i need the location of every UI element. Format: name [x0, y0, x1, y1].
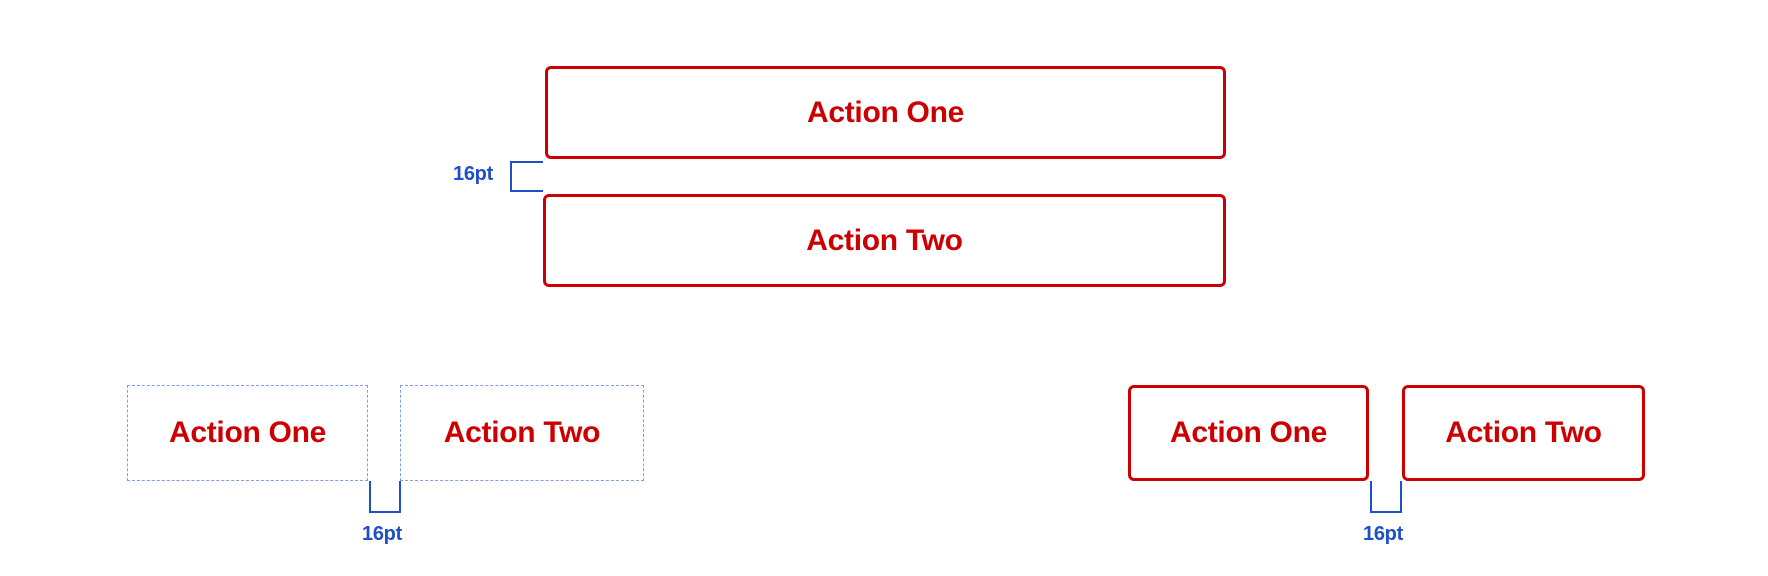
outline-action-one-button[interactable]: Action One: [127, 385, 368, 481]
stacked-action-two-button[interactable]: Action Two: [543, 194, 1226, 287]
vertical-spacing-label: 16pt: [453, 163, 493, 185]
bordered-spacing-label: 16pt: [1363, 523, 1403, 545]
bordered-spacing-bracket: [1370, 481, 1402, 513]
outline-spacing-label: 16pt: [362, 523, 402, 545]
outline-spacing-bracket: [369, 481, 401, 513]
bordered-action-two-button[interactable]: Action Two: [1402, 385, 1645, 481]
stacked-action-one-button[interactable]: Action One: [545, 66, 1226, 159]
bordered-action-one-button[interactable]: Action One: [1128, 385, 1369, 481]
outline-action-two-button[interactable]: Action Two: [400, 385, 644, 481]
vertical-spacing-bracket: [510, 161, 543, 192]
